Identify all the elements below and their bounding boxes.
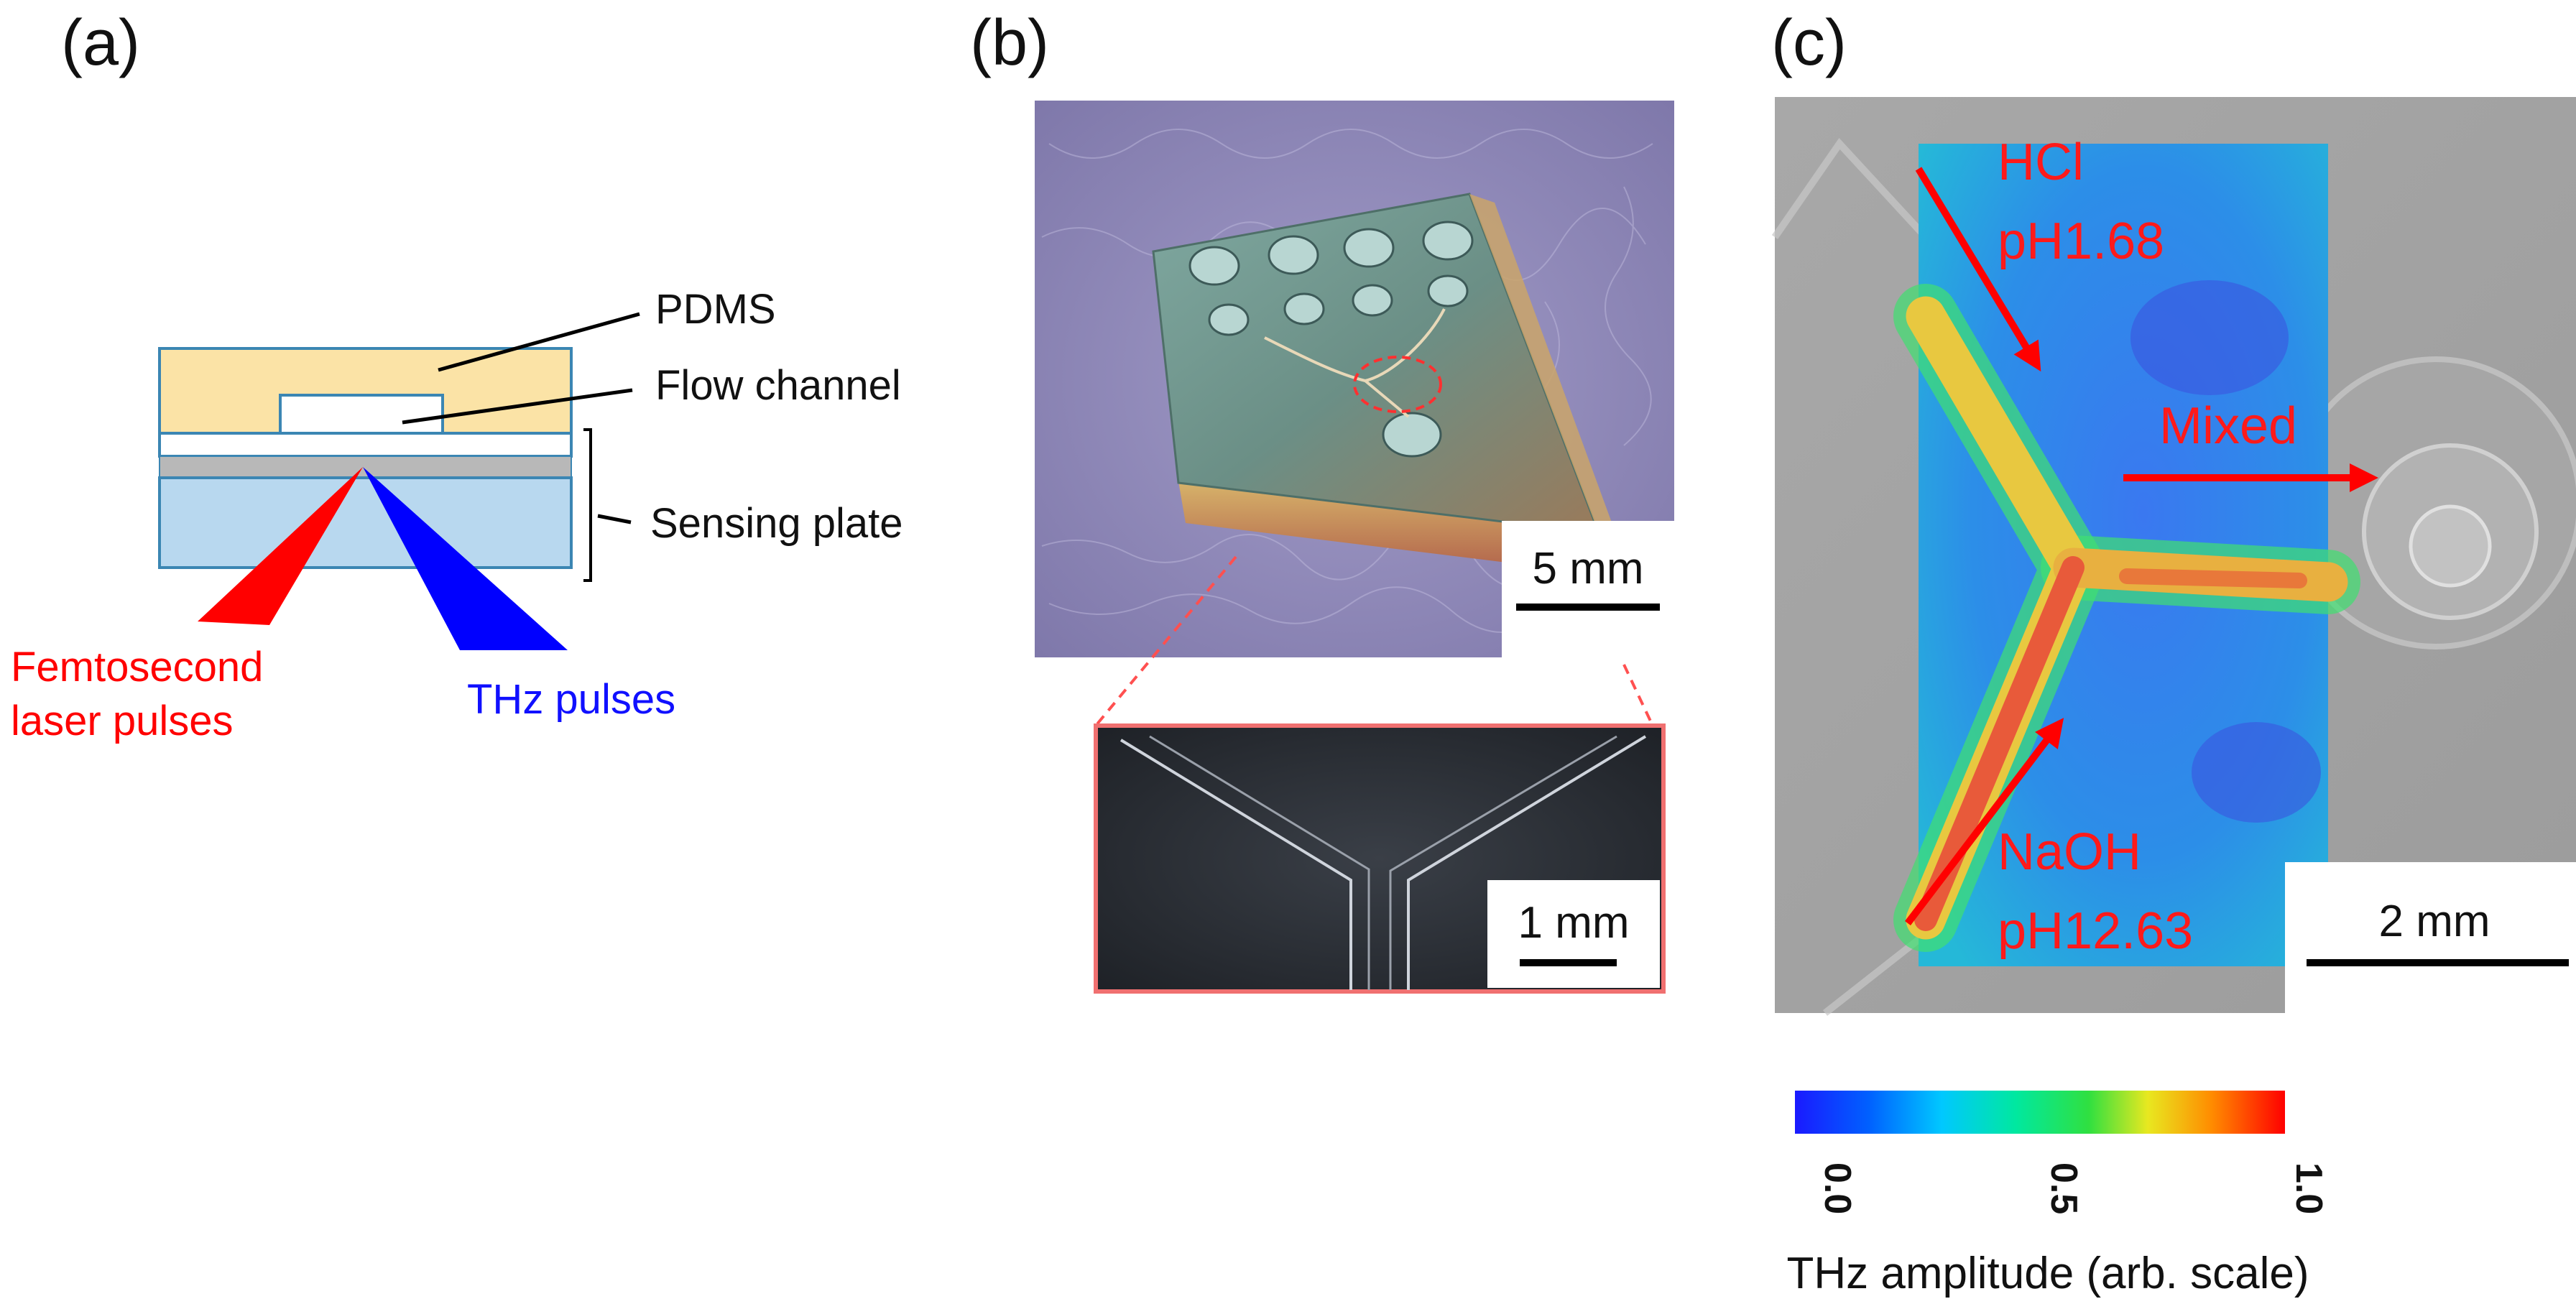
top-glass-layer — [158, 432, 573, 458]
naoh-ph-label: pH12.63 — [1998, 902, 2193, 960]
colorbar: 0.0 0.5 1.0 THz amplitude (arb. scale) — [1786, 1091, 2330, 1298]
panel-label-a: (a) — [61, 7, 140, 79]
panel-label-c: (c) — [1771, 7, 1847, 79]
scalebar-label-main: 5 mm — [1533, 544, 1644, 593]
bg-outlet-core — [2409, 504, 2492, 588]
colorbar-tick-0: 0.0 — [1816, 1162, 1858, 1214]
sensing-plate-bracket — [583, 428, 592, 582]
chip-photo: 5 mm — [1035, 101, 1674, 657]
chip-right-edge — [1469, 194, 1620, 546]
hcl-ph-label: pH1.68 — [1998, 213, 2164, 270]
pdms-label: PDMS — [655, 286, 776, 333]
laser-beam — [198, 467, 363, 625]
colorbar-label: THz amplitude (arb. scale) — [1786, 1249, 2309, 1298]
sensing-plate-label: Sensing plate — [650, 500, 902, 547]
mixed-label: Mixed — [2159, 397, 2297, 455]
scalebar-box-inset — [1487, 880, 1660, 988]
inset-channel-left-inner — [1149, 735, 1370, 990]
femtosecond-label-line1: Femtosecond — [11, 644, 263, 690]
zoom-connector-right — [1622, 664, 1654, 726]
gray-layer — [159, 456, 572, 478]
zoom-region-marker — [1353, 356, 1442, 413]
sensing-plate-leader — [597, 514, 632, 524]
hcl-label: HCl — [1998, 134, 2084, 191]
map-blue-spot-bottom — [2192, 722, 2321, 823]
chip-inset: 1 mm — [1094, 723, 1666, 994]
thz-map: HCl pH1.68 Mixed NaOH pH12.63 2 mm — [1771, 97, 2576, 1016]
colorbar-gradient — [1795, 1091, 2285, 1134]
scalebar-label-inset: 1 mm — [1518, 898, 1630, 948]
inset-channel-right-inner — [1389, 735, 1617, 990]
femtosecond-label-line2: laser pulses — [11, 698, 233, 744]
inset-channel-right — [1407, 735, 1647, 990]
colorbar-tick-2: 1.0 — [2288, 1162, 2330, 1214]
scalebar-box-c — [2285, 862, 2576, 1013]
zoom-connector-left — [1094, 555, 1237, 727]
flow-channel-label: Flow channel — [655, 362, 901, 409]
chip-reservoirs — [1188, 221, 1474, 458]
naoh-label: NaOH — [1998, 823, 2141, 881]
panel-a-schematic: PDMS Flow channel Sensing plate Femtosec… — [11, 286, 902, 744]
scalebar-box-main — [1502, 521, 1674, 657]
map-blue-spot-top — [2130, 280, 2289, 395]
thz-pulses-label: THz pulses — [467, 676, 675, 723]
chip-side-edge — [1178, 481, 1606, 575]
panel-label-b: (b) — [970, 7, 1049, 79]
sensing-plate-substrate — [158, 476, 573, 569]
scalebar-label-c: 2 mm — [2379, 897, 2490, 946]
naoh-arrow — [1905, 718, 2064, 926]
pdms-leader — [438, 312, 640, 372]
colorbar-tick-1: 0.5 — [2043, 1162, 2085, 1214]
chip-channels — [1264, 308, 1446, 418]
flow-channel-cavity — [279, 394, 444, 435]
inset-channel-left — [1120, 739, 1352, 990]
hcl-arrow — [1915, 167, 2041, 372]
map-channel — [1893, 284, 2360, 952]
flow-channel-leader — [402, 388, 633, 425]
thz-beam — [363, 467, 568, 650]
